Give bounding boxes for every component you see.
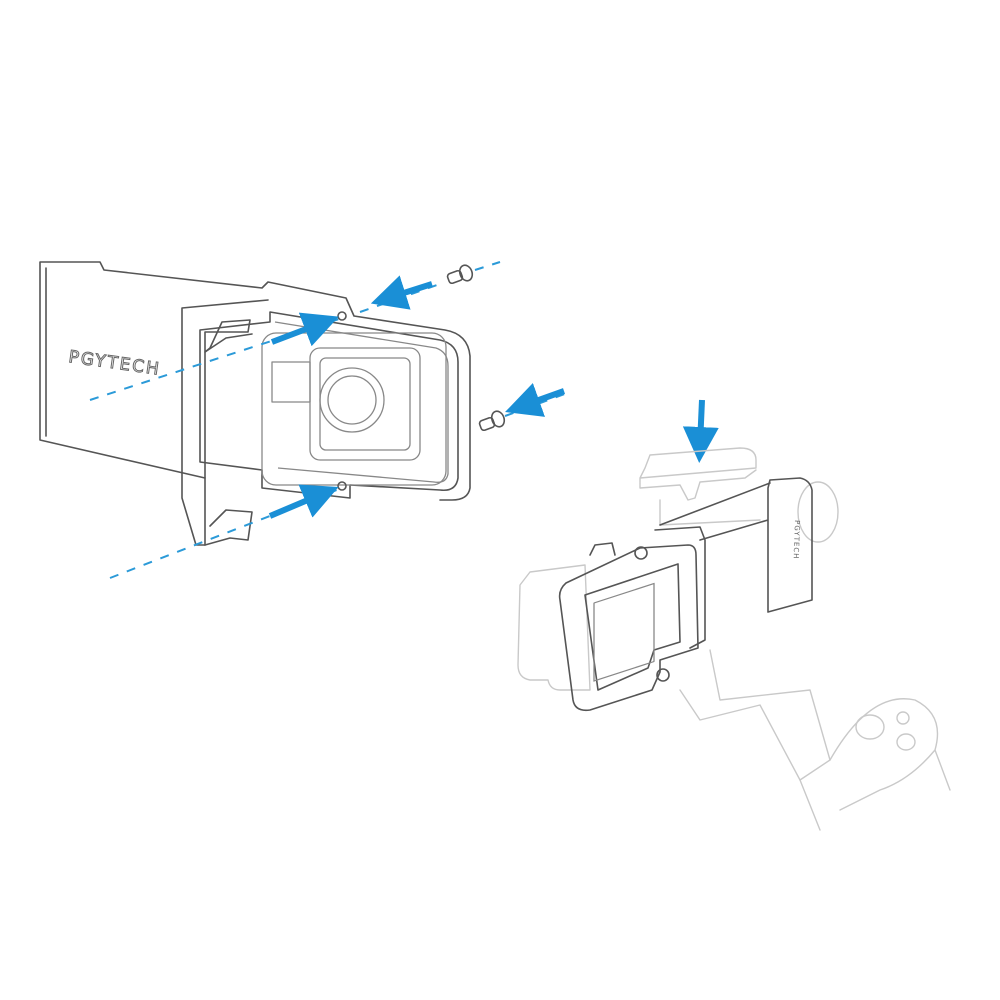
lens-housing xyxy=(309,347,421,461)
arrow-down-icon xyxy=(682,399,719,463)
control-button xyxy=(896,733,916,751)
adapter-front-frame xyxy=(558,544,699,712)
gimbal-handle xyxy=(799,698,951,831)
camera-rear-screen xyxy=(593,582,655,682)
control-button xyxy=(896,711,910,725)
screw-hole-top xyxy=(337,311,347,321)
control-joystick xyxy=(855,714,885,740)
adapter-back-plate xyxy=(39,261,471,501)
alignment-line xyxy=(109,487,343,579)
cage-inner-edge xyxy=(274,321,449,483)
screw-hole-bottom xyxy=(337,481,347,491)
arrow-icon xyxy=(370,275,433,310)
thumb-screw-top xyxy=(634,546,648,560)
slide-clip-bottom xyxy=(204,509,253,546)
slide-clip-top xyxy=(204,333,253,353)
arrow-icon xyxy=(270,312,339,347)
frame-clip xyxy=(589,542,616,556)
adapter-slide xyxy=(654,526,706,649)
lens-bezel xyxy=(319,357,411,451)
gimbal-clamp xyxy=(639,447,757,501)
gimbal-arm xyxy=(679,649,831,781)
front-slide-plate xyxy=(181,299,269,546)
arrow-icon xyxy=(505,382,566,417)
camera-cage xyxy=(199,311,459,499)
screw-icon xyxy=(446,264,474,285)
clamp-body xyxy=(659,499,761,526)
gimbal-motor xyxy=(797,481,839,543)
frame-inner-edge xyxy=(584,563,681,691)
gimbal-mounted-view: PGYTECH xyxy=(517,399,951,831)
thumb-screw-bottom xyxy=(656,668,670,682)
adapter-grip xyxy=(659,477,813,613)
arrow-icon xyxy=(268,484,339,519)
camera-front-screen xyxy=(271,361,311,403)
alignment-line xyxy=(474,261,501,271)
screw-icon xyxy=(478,410,506,432)
lens-ring xyxy=(319,367,385,433)
lens-glass xyxy=(327,375,377,425)
alignment-line xyxy=(504,391,571,417)
brand-logo: PGYTECH xyxy=(67,347,162,380)
camera-ghost xyxy=(517,564,591,691)
adapter-exploded-view: PGYTECH xyxy=(39,261,571,579)
action-camera xyxy=(261,332,447,486)
brand-logo-vertical: PGYTECH xyxy=(792,520,801,560)
